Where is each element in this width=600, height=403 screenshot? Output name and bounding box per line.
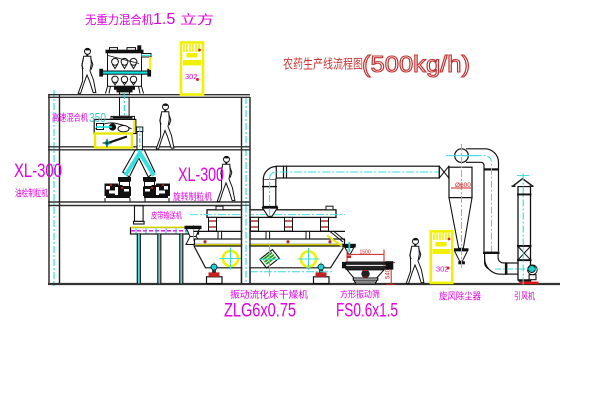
svg-text:旋转制粒机: 旋转制粒机 — [173, 191, 212, 203]
svg-text:旋风除尘器: 旋风除尘器 — [439, 291, 481, 303]
svg-text:皮带输送机: 皮带输送机 — [151, 211, 182, 221]
svg-text:油桧制粒机: 油桧制粒机 — [15, 188, 48, 200]
svg-text:FS0.6x1.5: FS0.6x1.5 — [336, 301, 398, 322]
svg-text:无重力混合机: 无重力混合机 — [85, 12, 153, 27]
svg-text:540: 540 — [386, 268, 392, 279]
svg-text:XL-300: XL-300 — [178, 165, 224, 186]
svg-text:引风机: 引风机 — [514, 291, 535, 303]
svg-text:1.5: 1.5 — [153, 11, 175, 28]
svg-text:方形振动筛: 方形振动筛 — [340, 289, 380, 300]
svg-text:XL-300: XL-300 — [14, 161, 62, 182]
svg-text:Ø600: Ø600 — [455, 182, 471, 189]
svg-text:350: 350 — [89, 111, 106, 125]
svg-text:ZLG6x0.75: ZLG6x0.75 — [224, 301, 296, 322]
svg-text:302: 302 — [436, 265, 449, 274]
svg-text:302: 302 — [185, 72, 198, 81]
svg-text:高速混合机: 高速混合机 — [52, 112, 88, 124]
svg-text:(500kg/h): (500kg/h) — [362, 51, 470, 77]
svg-text:振动流化床干燥机: 振动流化床干燥机 — [230, 289, 308, 301]
svg-text:立方: 立方 — [180, 12, 214, 27]
svg-text:1500: 1500 — [360, 250, 371, 256]
svg-text:农药生产线流程图: 农药生产线流程图 — [283, 57, 363, 72]
